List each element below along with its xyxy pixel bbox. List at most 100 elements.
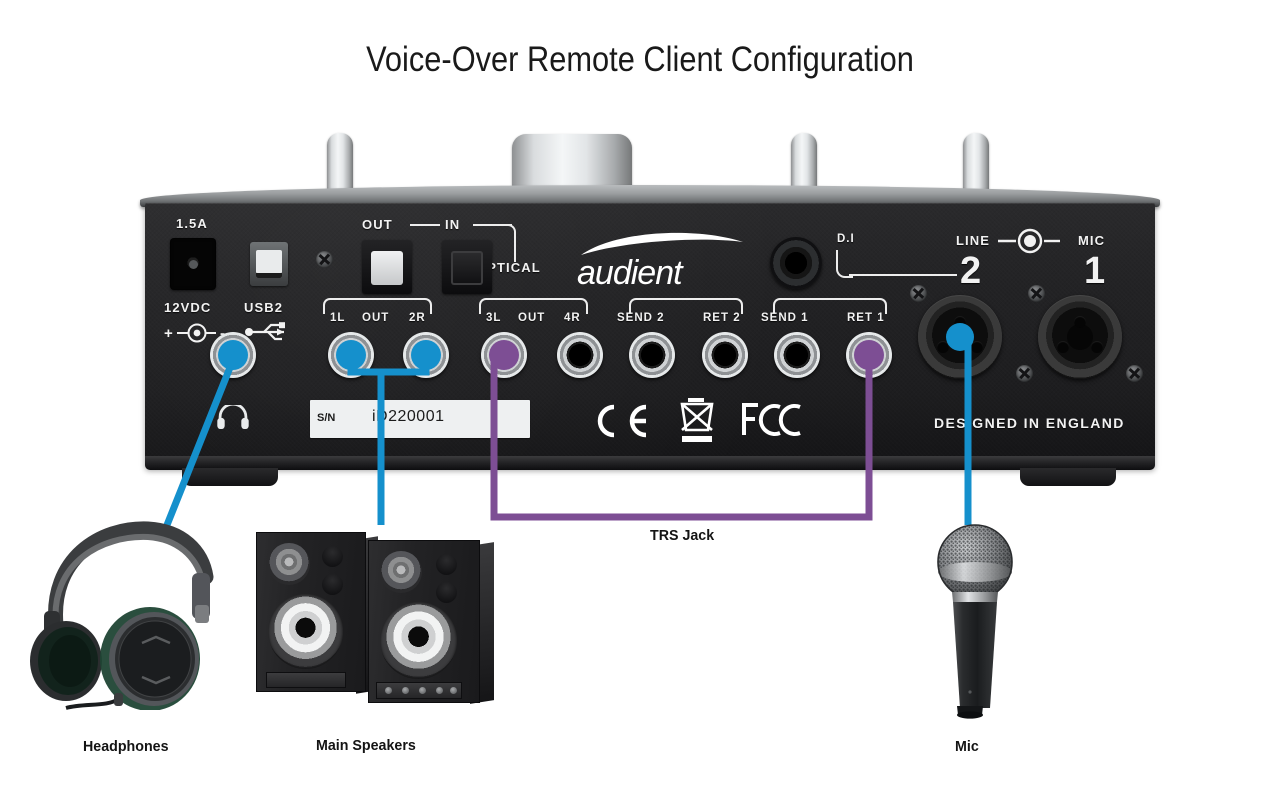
speaker-right-tweeter xyxy=(380,551,422,593)
speaker-left-tweeter xyxy=(268,543,310,585)
label-designed-in-england: DESIGNED IN ENGLAND xyxy=(934,415,1125,431)
out-group-2-bracket xyxy=(479,298,588,314)
speaker-right xyxy=(368,540,494,704)
usb-b-port[interactable] xyxy=(250,242,288,286)
label-send-2: SEND 2 xyxy=(617,312,665,324)
dc-power-input[interactable] xyxy=(170,238,216,290)
optical-in-rule xyxy=(473,224,512,226)
cable-headphones xyxy=(163,351,239,529)
insert-1-bracket xyxy=(773,298,887,314)
cable-trs-jack-loop xyxy=(490,355,873,521)
line-mic-switch-icon xyxy=(998,228,1060,254)
xlr1-screw-bottom xyxy=(1126,365,1143,382)
serial-number-key: S/N xyxy=(317,412,336,424)
label-line: LINE xyxy=(956,233,991,248)
optical-bracket xyxy=(500,224,516,262)
label-channel-1: 1 xyxy=(1084,250,1106,292)
xlr1-screw-top xyxy=(1028,285,1045,302)
label-out2-left: 3L xyxy=(486,312,502,324)
di-rule xyxy=(849,274,957,276)
knob-3[interactable] xyxy=(791,133,817,195)
rubber-foot-right xyxy=(1020,468,1116,486)
label-ret-2: RET 2 xyxy=(703,312,741,324)
ret-2-jack[interactable] xyxy=(702,332,748,378)
caption-trs-jack: TRS Jack xyxy=(650,527,715,544)
label-usb: USB2 xyxy=(244,300,284,315)
usb-icon xyxy=(245,322,285,341)
speaker-right-port-top xyxy=(436,554,457,575)
chassis-screw-left xyxy=(316,251,333,268)
xlr1-pin-top xyxy=(1074,316,1086,328)
page-title: Voice-Over Remote Client Configuration xyxy=(366,40,914,79)
di-input-jack[interactable] xyxy=(770,237,822,289)
xlr2-pin-right xyxy=(971,341,983,353)
headphones-device xyxy=(22,515,237,711)
label-optical-in: IN xyxy=(445,217,461,232)
ce-mark-icon xyxy=(597,404,647,438)
out-group-1-bracket xyxy=(323,298,432,314)
channel-2-connector-dot xyxy=(946,323,974,351)
speaker-left xyxy=(256,532,378,694)
caption-headphones: Headphones xyxy=(83,738,169,755)
di-bracket xyxy=(836,250,853,278)
speaker-right-port-bottom xyxy=(436,582,457,603)
optical-in-plug xyxy=(451,251,483,285)
speaker-left-port-top xyxy=(322,546,343,567)
optical-output-port[interactable] xyxy=(362,240,412,294)
xlr2-screw-bottom xyxy=(1016,365,1033,382)
cable-main-speakers xyxy=(347,355,430,525)
label-out1-right: 2R xyxy=(409,312,426,324)
label-out1-mid: OUT xyxy=(362,312,390,324)
brand-logo: audient xyxy=(577,228,747,292)
device-top-plate xyxy=(140,185,1160,207)
insert-2-bracket xyxy=(629,298,743,314)
xlr1-center-slot xyxy=(1067,324,1093,350)
knob-4[interactable] xyxy=(963,133,989,195)
mic-device xyxy=(930,520,1020,725)
label-send-1: SEND 1 xyxy=(761,312,809,324)
combo-input-channel-1[interactable] xyxy=(1038,295,1122,379)
speaker-knob-4[interactable] xyxy=(436,687,443,694)
svg-text:+: + xyxy=(164,325,173,342)
panel-bottom-lip xyxy=(145,456,1155,470)
main-speakers-device xyxy=(250,522,515,707)
label-di: D.I xyxy=(837,233,855,245)
optical-input-port[interactable] xyxy=(442,240,492,294)
optical-out-rule xyxy=(410,224,440,226)
brand-logo-text: audient xyxy=(577,254,683,292)
knob-monitor-large[interactable] xyxy=(512,134,632,194)
rubber-foot-left xyxy=(182,468,278,486)
speaker-left-port-bottom xyxy=(322,574,343,595)
optical-out-plug xyxy=(371,251,403,285)
speaker-knob-5[interactable] xyxy=(450,687,457,694)
label-voltage: 12VDC xyxy=(164,300,212,315)
speaker-knob-3[interactable] xyxy=(419,687,426,694)
send-2-jack[interactable] xyxy=(629,332,675,378)
serial-number-value: iD220001 xyxy=(372,408,445,425)
speaker-knob-1[interactable] xyxy=(385,687,392,694)
xlr2-screw-top xyxy=(910,285,927,302)
send-1-jack[interactable] xyxy=(774,332,820,378)
xlr1-pin-right xyxy=(1091,341,1103,353)
label-mic: MIC xyxy=(1078,233,1106,248)
cable-mic xyxy=(964,335,972,525)
headphones-icon xyxy=(217,405,249,429)
label-optical-out: OUT xyxy=(362,217,393,232)
label-ret-1: RET 1 xyxy=(847,312,885,324)
label-out2-mid: OUT xyxy=(518,312,546,324)
label-channel-2: 2 xyxy=(960,250,982,292)
knob-1[interactable] xyxy=(327,133,353,195)
combo-input-channel-2[interactable] xyxy=(918,295,1002,379)
line-output-4r-jack[interactable] xyxy=(557,332,603,378)
speaker-knob-2[interactable] xyxy=(402,687,409,694)
speaker-right-control-plate xyxy=(376,682,462,699)
label-current-rating: 1.5A xyxy=(176,216,208,231)
weee-mark-icon xyxy=(680,398,714,442)
xlr1-pin-left xyxy=(1057,341,1069,353)
fcc-mark-icon xyxy=(742,403,801,436)
caption-mic: Mic xyxy=(955,738,979,755)
label-out2-right: 4R xyxy=(564,312,581,324)
xlr2-pin-left xyxy=(937,341,949,353)
label-out1-left: 1L xyxy=(330,312,346,324)
speaker-left-woofer xyxy=(268,594,343,669)
